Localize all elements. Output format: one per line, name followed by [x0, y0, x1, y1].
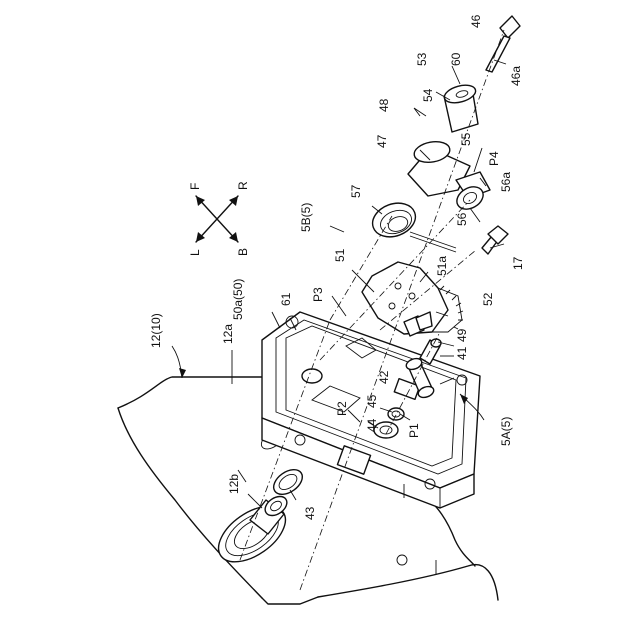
- label-57: 57: [349, 184, 363, 198]
- spring-57: [368, 197, 456, 252]
- label-5B5: 5B(5): [299, 203, 313, 232]
- label-P1: P1: [407, 423, 421, 438]
- label-49: 49: [455, 328, 469, 342]
- label-45: 45: [365, 394, 379, 408]
- label-P3: P3: [311, 287, 325, 302]
- direction-front: F: [188, 183, 202, 190]
- label-51a: 51a: [435, 256, 449, 276]
- direction-rear: R: [236, 181, 250, 190]
- label-17: 17: [511, 256, 525, 270]
- label-47: 47: [375, 134, 389, 148]
- label-51: 51: [333, 248, 347, 262]
- label-46: 46: [469, 14, 483, 28]
- label-42: 42: [377, 370, 391, 384]
- label-1210: 12(10): [149, 313, 163, 348]
- label-46a: 46a: [509, 66, 523, 86]
- label-12a: 12a: [221, 324, 235, 344]
- direction-indicator: F R L B: [188, 181, 250, 256]
- label-43: 43: [303, 506, 317, 520]
- direction-back: B: [236, 248, 250, 256]
- label-61: 61: [279, 292, 293, 306]
- label-55: 55: [459, 132, 473, 146]
- label-56: 56: [455, 212, 469, 226]
- label-P4: P4: [487, 151, 501, 166]
- collar-54: [442, 82, 478, 132]
- label-12b: 12b: [227, 474, 241, 494]
- label-5A5: 5A(5): [499, 417, 513, 446]
- label-56a: 56a: [499, 172, 513, 192]
- bolt-17: [482, 226, 508, 254]
- bolt-46: [486, 16, 520, 72]
- label-50a50: 50a(50): [231, 279, 245, 320]
- label-52: 52: [481, 292, 495, 306]
- label-48: 48: [377, 98, 391, 112]
- direction-left: L: [188, 249, 202, 256]
- washer-45: [388, 408, 404, 420]
- shaft-12b: [209, 493, 295, 573]
- label-60: 60: [449, 52, 463, 66]
- label-54: 54: [421, 88, 435, 102]
- label-41: 41: [455, 346, 469, 360]
- label-53: 53: [415, 52, 429, 66]
- label-P2: P2: [335, 401, 349, 416]
- label-44: 44: [365, 418, 379, 432]
